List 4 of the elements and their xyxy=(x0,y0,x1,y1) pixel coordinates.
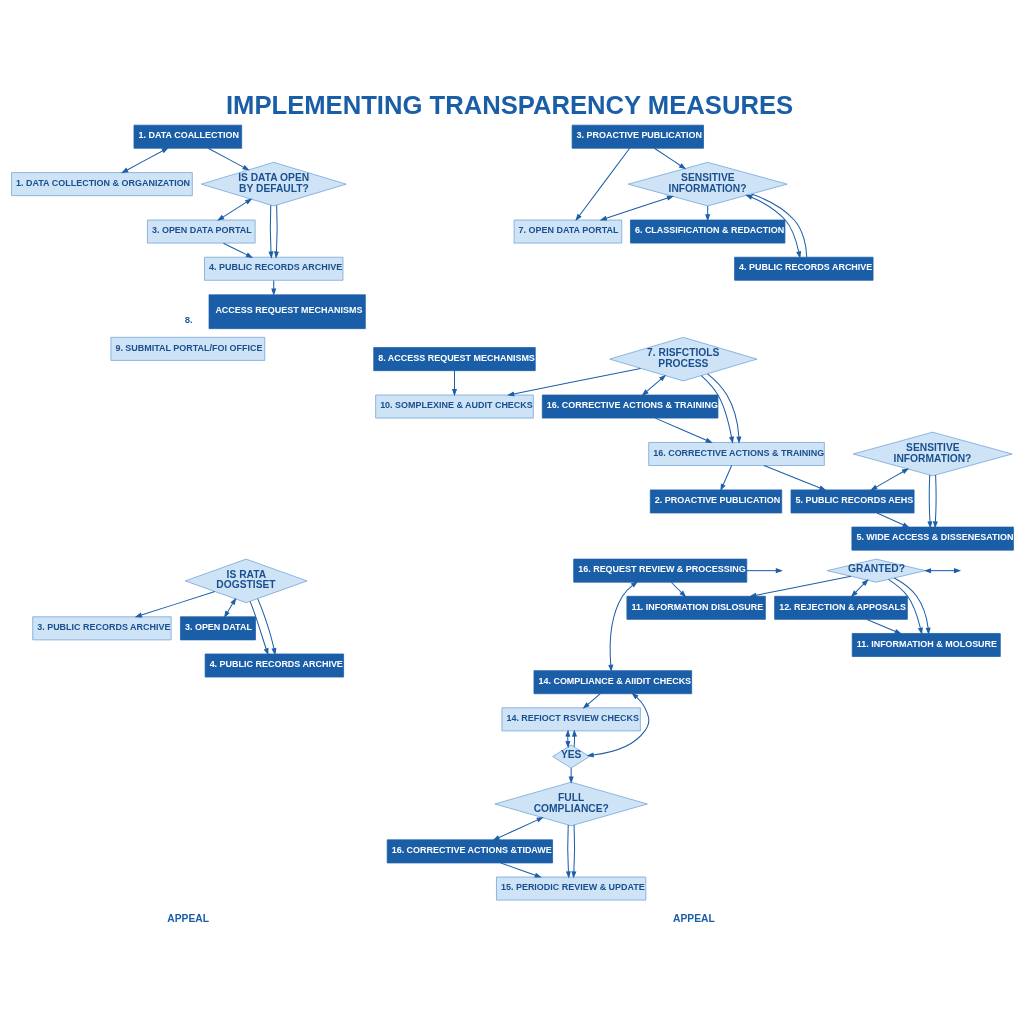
label: APPEAL xyxy=(166,913,209,925)
label: APPEAL xyxy=(672,913,715,925)
node-label: 8. xyxy=(184,313,193,325)
diagram-title: IMPLEMENTING TRANSPARENCY MEASURES xyxy=(225,91,793,120)
